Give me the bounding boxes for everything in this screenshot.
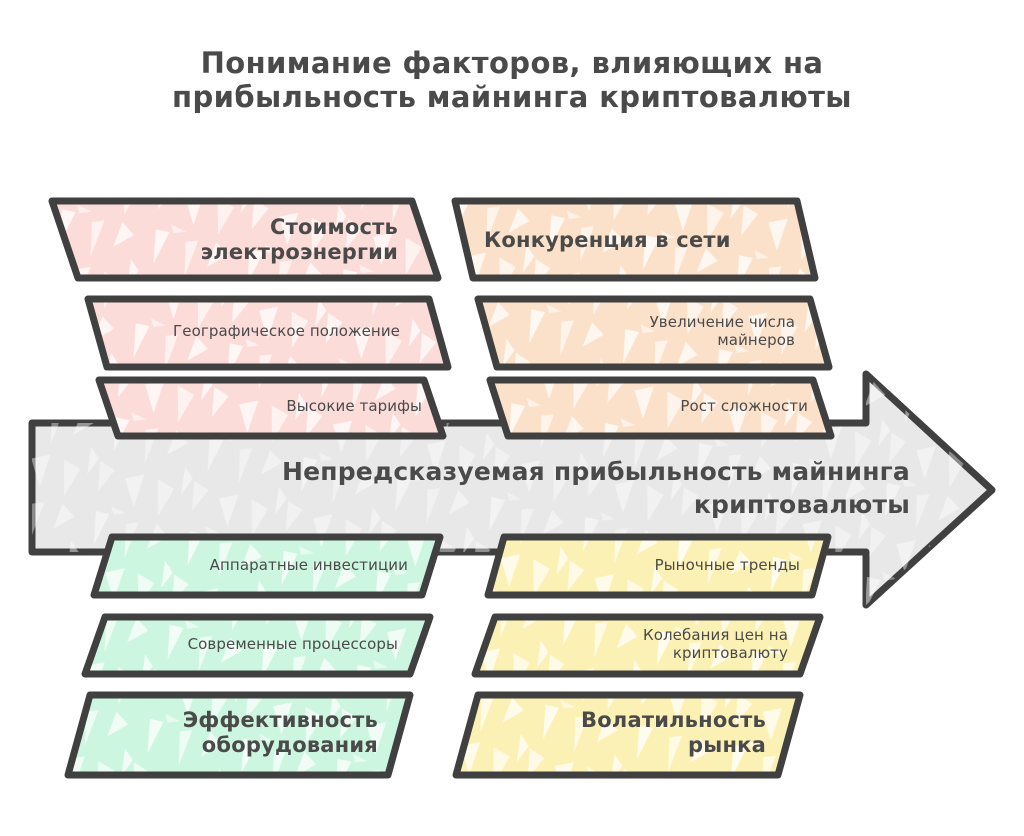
node-equipment-efficiency-1[interactable]	[74, 606, 454, 696]
node-electricity-cost-0[interactable]	[40, 190, 460, 300]
branch-network-competition[interactable]	[444, 190, 858, 460]
node-electricity-cost-1[interactable]	[75, 288, 475, 388]
node-market-volatility-0[interactable]	[476, 526, 856, 616]
node-market-volatility-1[interactable]	[464, 606, 844, 696]
branch-market-volatility[interactable]	[444, 526, 856, 794]
node-network-competition-1[interactable]	[466, 288, 856, 388]
node-network-competition-0[interactable]	[444, 190, 844, 300]
node-electricity-cost-2[interactable]	[88, 370, 468, 460]
node-market-volatility-2[interactable]	[444, 684, 824, 794]
node-equipment-efficiency-2[interactable]	[56, 684, 436, 794]
branch-electricity-cost[interactable]	[40, 190, 475, 460]
branch-equipment-efficiency[interactable]	[56, 526, 462, 794]
node-equipment-efficiency-0[interactable]	[82, 526, 462, 616]
node-network-competition-2[interactable]	[478, 370, 858, 460]
